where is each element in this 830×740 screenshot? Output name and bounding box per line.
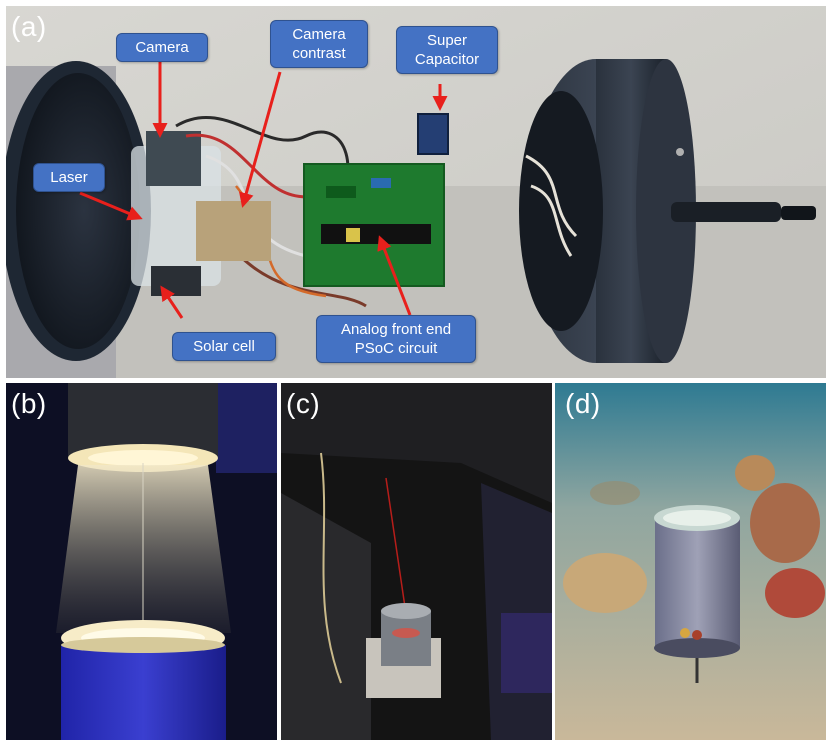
underwater-reef-deployment-image <box>555 383 826 740</box>
analog-front-end-callout: Analog front end PSoC circuit <box>316 315 476 363</box>
tank-laser-test-image <box>281 383 552 740</box>
device-open-housing-image <box>6 6 826 378</box>
super-capacitor-callout: Super Capacitor <box>396 26 498 74</box>
camera-contrast-line2: contrast <box>292 45 346 62</box>
camera-callout-text: Camera <box>135 39 189 56</box>
analog-front-end-line2: PSoC circuit <box>354 340 438 357</box>
camera-contrast-callout: Camera contrast <box>270 20 368 68</box>
panel-d-label: (d) <box>565 388 601 419</box>
panel-d-photo <box>555 383 826 740</box>
panel-c-label: (c) <box>286 388 321 419</box>
panel-b-label: (b) <box>11 388 47 419</box>
camera-callout: Camera <box>116 33 208 62</box>
analog-front-end-line1: Analog front end <box>340 321 452 338</box>
panel-a-photo <box>6 6 826 378</box>
panel-b-photo <box>6 383 277 740</box>
panel-a-label: (a) <box>11 11 47 42</box>
super-capacitor-line2: Capacitor <box>414 51 480 68</box>
solar-cell-callout-text: Solar cell <box>193 338 255 355</box>
laser-callout-text: Laser <box>50 169 88 186</box>
lab-test-glowing-housing-image <box>6 383 277 740</box>
solar-cell-callout: Solar cell <box>172 332 276 361</box>
super-capacitor-line1: Super <box>426 32 468 49</box>
camera-contrast-line1: Camera <box>292 26 346 43</box>
panel-c-photo <box>281 383 552 740</box>
laser-callout: Laser <box>33 163 105 192</box>
